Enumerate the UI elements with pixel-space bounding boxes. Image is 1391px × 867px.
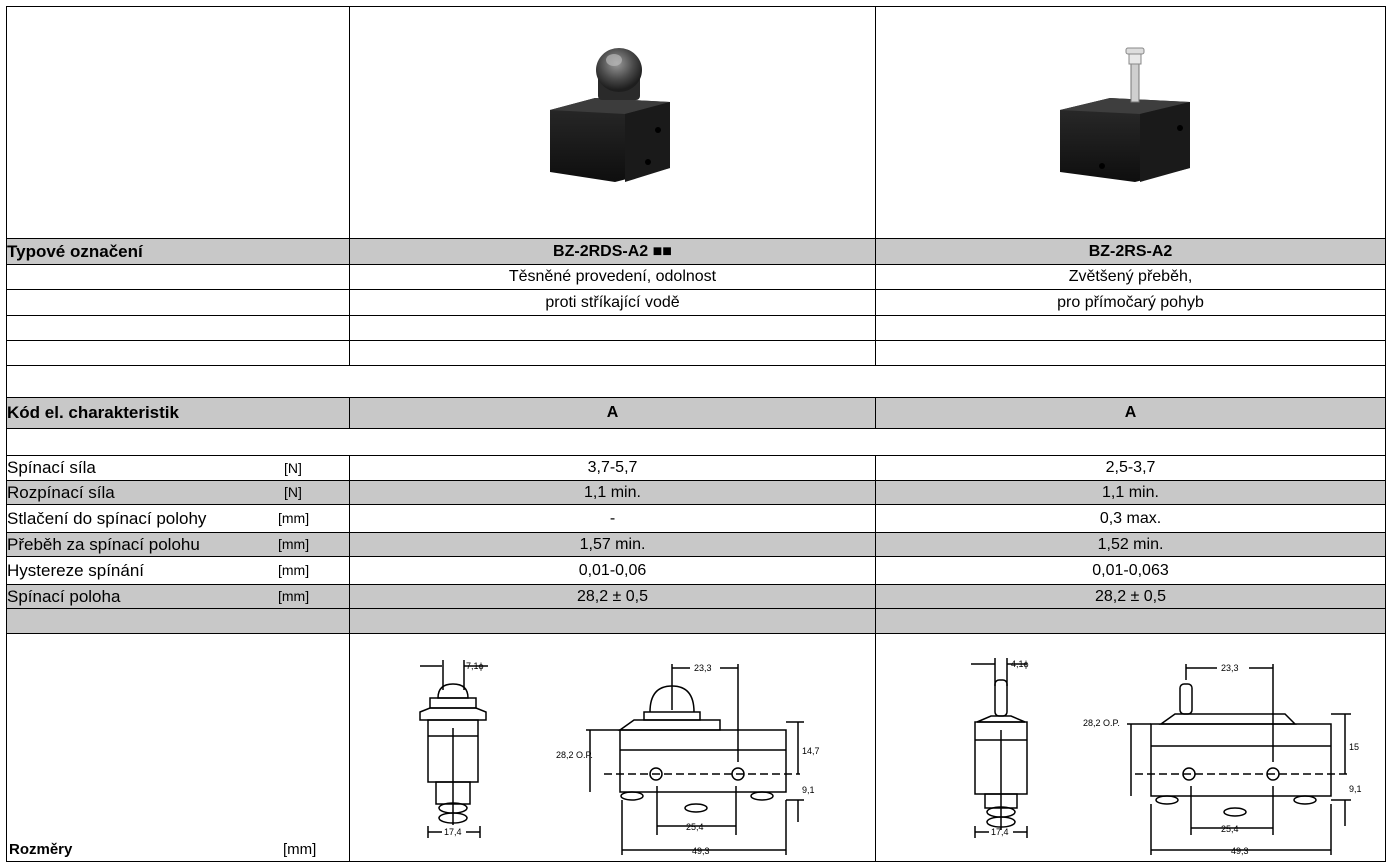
dim-label: 7,1ϕ [466, 661, 484, 671]
dimension-drawing-bz-2rds: 7,1ϕ 23,3 28,2 O.P. 14,7 9,1 17,4 25,4 4… [400, 650, 820, 860]
spec-value-p1: - [609, 509, 616, 527]
column-divider [349, 397, 350, 429]
spec-label-release-force: Rozpínací síla [7, 482, 115, 502]
spec-value-p2: 1,52 min. [1097, 535, 1164, 553]
spec-unit: [mm] [278, 588, 310, 604]
header-row-bg [6, 238, 1385, 265]
dim-label: 23,3 [1221, 663, 1239, 673]
spec-row-bg-2 [6, 480, 1385, 504]
spec-label-overtravel: Přeběh za spínací polohu [7, 534, 200, 554]
dim-label: 17,4 [991, 827, 1009, 837]
rule [6, 340, 1385, 341]
spec-unit: [mm] [278, 562, 310, 578]
product2-name: BZ-2RS-A2 [1088, 242, 1173, 260]
rule [6, 264, 1385, 265]
border-left [6, 6, 7, 862]
rule [6, 633, 1385, 634]
product1-name: BZ-2RDS-A2 ■■ [553, 242, 672, 260]
spec-value-p1: 3,7-5,7 [587, 459, 638, 476]
dim-label: 28,2 O.P. [556, 750, 593, 760]
spec-unit: [N] [284, 484, 302, 500]
column-divider [875, 6, 876, 366]
spec-value-p1: 28,2 ± 0,5 [576, 587, 649, 605]
rule [6, 532, 1385, 533]
border-right [1385, 6, 1386, 862]
rule [6, 315, 1385, 316]
rule [6, 608, 1385, 609]
dim-label: 49,3 [1231, 846, 1249, 856]
spec-value-p2: 28,2 ± 0,5 [1094, 587, 1167, 605]
dim-label: 9,1 [1349, 784, 1362, 794]
dim-label: 28,2 O.P. [1083, 718, 1120, 728]
dim-label: 49,3 [692, 846, 710, 856]
dim-label: 9,1 [802, 785, 815, 795]
column-divider [875, 455, 876, 862]
rule [6, 556, 1385, 557]
spec-unit: [mm] [278, 536, 310, 552]
spec-value-p2: 2,5-3,7 [1105, 459, 1156, 476]
spec-label-operating-position: Spínací poloha [7, 586, 121, 606]
spec-value-p2: 0,01-0,063 [1092, 561, 1169, 579]
spec-value-p1: 0,01-0,06 [578, 561, 647, 579]
rule [6, 455, 1385, 456]
spec-label-operating-force: Spínací síla [7, 458, 96, 477]
border-top [6, 6, 1385, 7]
border-bottom [6, 861, 1385, 862]
spec-label-pretravel: Stlačení do spínací polohy [7, 508, 207, 528]
column-divider [875, 397, 876, 429]
type-label: Typové označení [7, 241, 143, 261]
dim-label: 14,7 [802, 746, 820, 756]
rule [6, 428, 1385, 429]
rule [6, 289, 1385, 290]
spec-value-p1: 1,57 min. [579, 535, 646, 553]
dim-label: 25,4 [686, 822, 704, 832]
code-label: Kód el. charakteristik [7, 403, 179, 422]
dim-label: 17,4 [444, 827, 462, 837]
rule [6, 480, 1385, 481]
spec-unit: [mm] [278, 510, 310, 526]
spec-row-bg-6 [6, 584, 1385, 608]
dim-label: 4,1ϕ [1011, 659, 1029, 669]
spec-value-p2: 0,3 max. [1099, 509, 1162, 527]
product-photo-bz-2rds [520, 40, 690, 190]
product1-desc-line2: proti stříkající vodě [545, 293, 680, 311]
rule [6, 365, 1385, 366]
rule [6, 397, 1385, 398]
dimension-drawing-bz-2rs: 4,1ϕ 23,3 28,2 O.P. 15 9,1 17,4 25,4 49,… [955, 650, 1380, 860]
dimensions-label: Rozměry [9, 841, 73, 858]
product1-code: A [606, 404, 619, 421]
product2-desc-line2: pro přímočarý pohyb [1057, 293, 1204, 311]
column-divider [349, 6, 350, 366]
rule [6, 584, 1385, 585]
dim-label: 23,3 [694, 663, 712, 673]
spec-label-hysteresis: Hystereze spínání [7, 560, 145, 580]
rule [6, 504, 1385, 505]
rule [6, 238, 1385, 239]
column-divider [349, 455, 350, 862]
product1-desc-line1: Těsněné provedení, odolnost [508, 268, 717, 285]
spec-unit: [N] [284, 460, 302, 476]
spec-value-p1: 1,1 min. [584, 483, 641, 501]
dim-label: 15 [1349, 742, 1359, 752]
spec-row-bg-4 [6, 532, 1385, 556]
code-row-bg [6, 397, 1385, 428]
spec-row-bg-7 [6, 608, 1385, 633]
dimensions-unit: [mm] [283, 841, 317, 858]
product-photo-bz-2rs [1040, 40, 1210, 190]
product2-code: A [1124, 404, 1137, 421]
spec-value-p2: 1,1 min. [1102, 483, 1159, 501]
product2-desc-line1: Zvětšený přeběh, [1068, 268, 1193, 285]
dim-label: 25,4 [1221, 824, 1239, 834]
